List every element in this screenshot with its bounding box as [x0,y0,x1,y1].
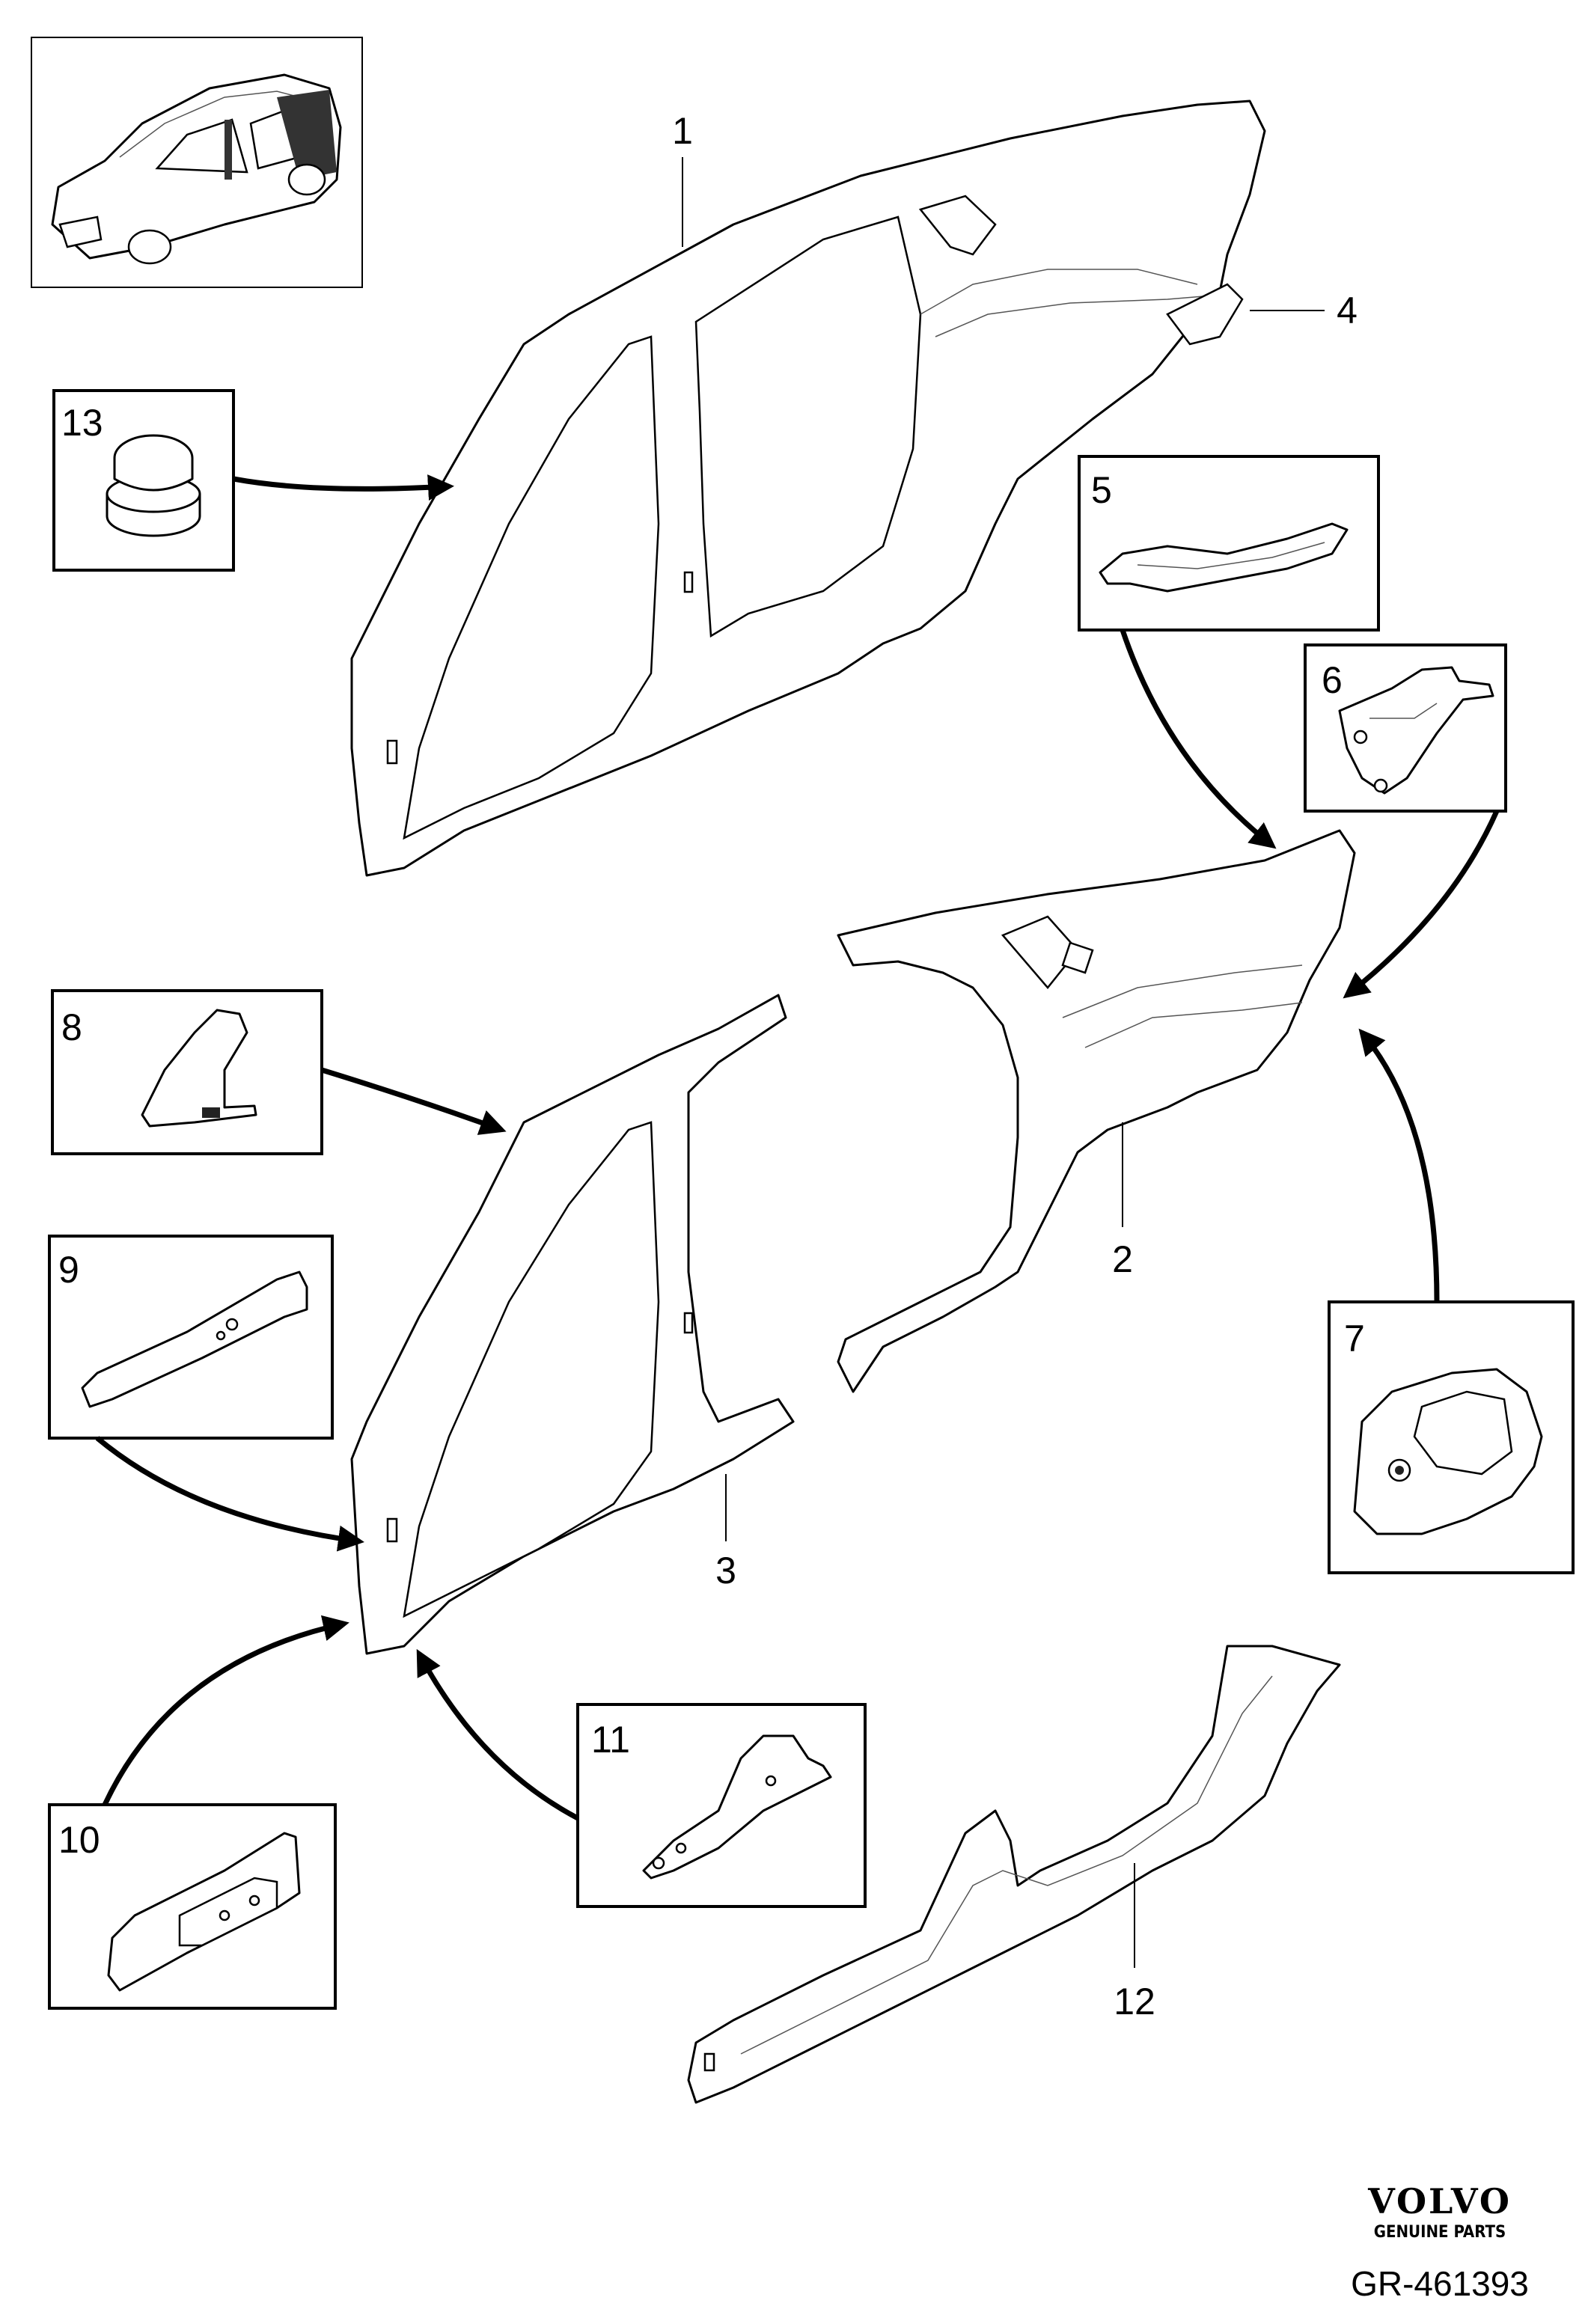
callout-box-6: 6 [1304,643,1507,813]
part-12-side-sill [687,1645,1341,2104]
brand-subtitle: GENUINE PARTS [1374,2223,1506,2242]
callout-box-11: 11 [576,1703,867,1908]
callout-box-5: 5 [1078,455,1380,632]
callout-box-10: 10 [48,1803,337,2010]
callout-label-6: 6 [1322,659,1343,701]
plug-icon [106,434,201,537]
callout-label-4: 4 [1337,290,1358,331]
callout-label-1: 1 [672,110,693,152]
callout-label-2: 2 [1112,1238,1133,1280]
part-2-rear-quarter-panel [837,829,1356,1393]
callout-label-12: 12 [1114,1981,1155,2022]
brand-logo: VOLVO GENUINE PARTS [1367,2181,1512,2242]
callout-box-13: 13 [52,389,235,572]
part-1-body-side-complete [350,100,1266,877]
callout-box-8: 8 [51,989,323,1155]
callout-label-10: 10 [58,1819,100,1861]
car-overview-thumbnail [31,37,363,288]
callout-label-9: 9 [58,1249,79,1291]
callout-label-8: 8 [61,1006,82,1048]
callout-label-3: 3 [715,1550,736,1591]
callout-label-11: 11 [591,1719,630,1761]
callout-label-13: 13 [61,402,103,444]
diagram-reference-code: GR-461393 [1351,2264,1529,2303]
brand-wordmark: VOLVO [1367,2181,1512,2221]
part-3-front-body-side [350,994,795,1655]
callout-box-7: 7 [1328,1300,1575,1574]
callout-label-7: 7 [1344,1318,1365,1360]
callout-box-9: 9 [48,1235,334,1440]
callout-label-5: 5 [1091,469,1112,511]
